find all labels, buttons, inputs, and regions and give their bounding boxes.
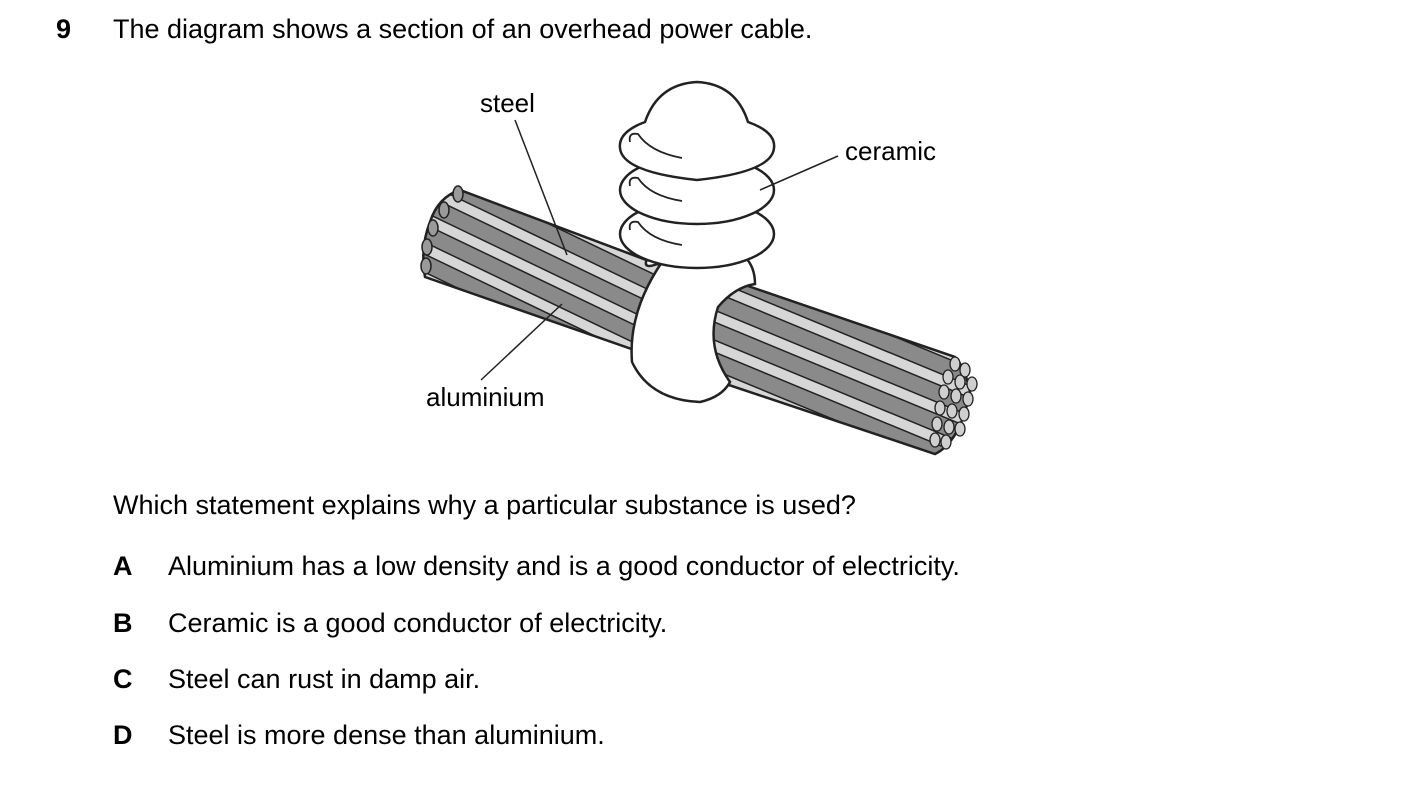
question-text: The diagram shows a section of an overhe… <box>113 14 813 44</box>
option-letter: A <box>113 551 133 581</box>
option-a[interactable]: A Aluminium has a low density and is a go… <box>113 551 960 582</box>
steel-label: steel <box>480 88 535 118</box>
option-text: Aluminium has a low density and is a goo… <box>168 551 960 581</box>
option-d[interactable]: D Steel is more dense than aluminium. <box>113 720 605 751</box>
option-b[interactable]: B Ceramic is a good conductor of electric… <box>113 608 667 639</box>
option-text: Ceramic is a good conductor of electrici… <box>168 608 668 638</box>
power-cable-illustration <box>420 80 978 456</box>
question-number: 9 <box>56 14 72 44</box>
power-cable-diagram: steel ceramic aluminium <box>400 72 1020 472</box>
label-leaders <box>480 119 839 381</box>
option-text: Steel can rust in damp air. <box>168 664 481 694</box>
option-letter: B <box>113 608 133 638</box>
option-letter: C <box>113 664 133 694</box>
ceramic-insulator <box>618 80 776 404</box>
aluminium-label: aluminium <box>426 382 545 412</box>
option-text: Steel is more dense than aluminium. <box>168 720 605 750</box>
option-letter: D <box>113 720 133 750</box>
question-prompt: Which statement explains why a particula… <box>113 490 856 520</box>
option-c[interactable]: C Steel can rust in damp air. <box>113 664 480 695</box>
ceramic-label: ceramic <box>845 136 937 166</box>
